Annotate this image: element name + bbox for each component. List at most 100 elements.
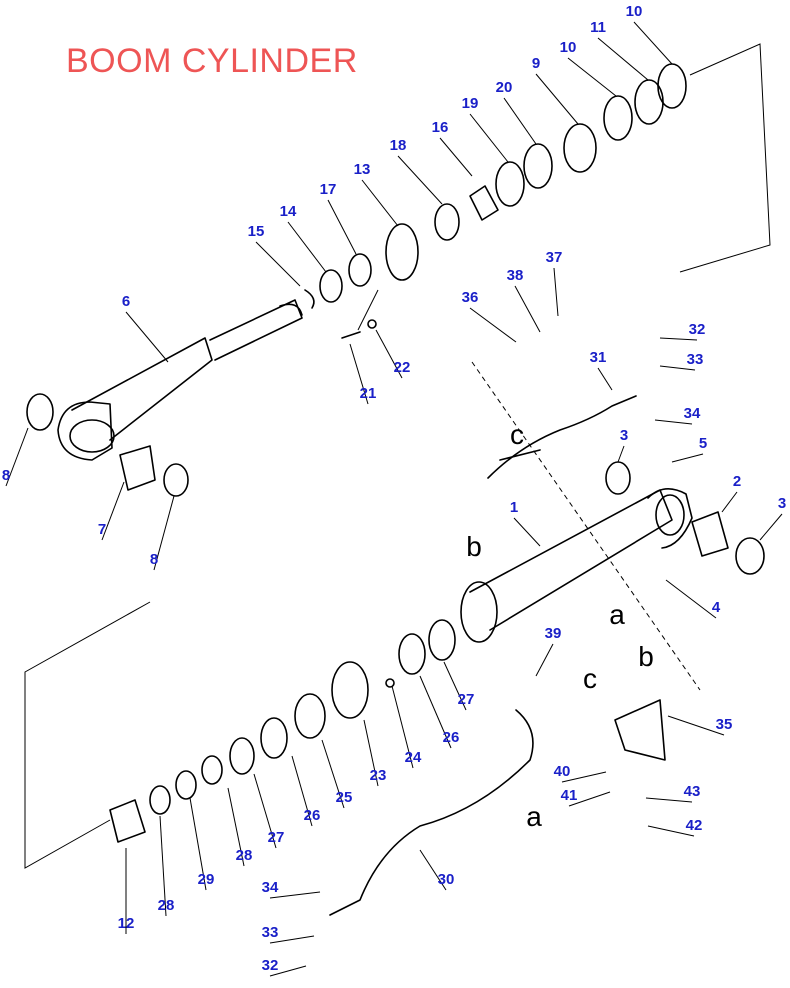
flow-letter: b xyxy=(466,531,482,562)
callout-leader-line xyxy=(269,935,315,944)
callout-label: 8 xyxy=(150,551,158,568)
callout-leader-line xyxy=(597,367,613,391)
callout-label: 16 xyxy=(432,119,449,136)
callout-leader-line xyxy=(469,113,509,163)
callout-label: 39 xyxy=(545,625,562,642)
callout-label: 6 xyxy=(122,293,130,310)
callout-label: 13 xyxy=(354,161,371,178)
callout-label: 14 xyxy=(280,203,297,220)
top-seal-stack xyxy=(304,63,687,339)
callout-leader-line xyxy=(633,21,673,65)
callout-leader-line xyxy=(503,97,537,145)
callout-label: 9 xyxy=(532,55,540,72)
callout-leader-line xyxy=(667,715,725,736)
callout-label: 33 xyxy=(687,351,704,368)
callout-leader-line xyxy=(101,481,125,541)
callout-label: 32 xyxy=(262,957,279,974)
callout-leader-line xyxy=(363,719,379,787)
callout-leader-line xyxy=(287,221,327,273)
callout-label: 40 xyxy=(554,763,571,780)
callout-leader-line xyxy=(125,311,169,363)
callout-leader-line xyxy=(535,643,554,677)
callout-label: 38 xyxy=(507,267,524,284)
callout-leader-line xyxy=(321,739,345,809)
callout-leader-line xyxy=(327,199,357,255)
callout-leader-line xyxy=(439,137,473,177)
flow-letter: c xyxy=(583,663,597,694)
flow-letter: a xyxy=(526,801,542,832)
cylinder-tube xyxy=(460,449,693,643)
callout-leader-line xyxy=(553,267,559,317)
callout-label: 28 xyxy=(236,847,253,864)
callout-label: 12 xyxy=(118,915,135,932)
callout-leader-line xyxy=(253,773,277,849)
callout-leader-line xyxy=(397,155,443,205)
callout-label: 31 xyxy=(590,349,607,366)
callout-label: 35 xyxy=(716,716,733,733)
diagram-title: BOOM CYLINDER xyxy=(66,42,358,80)
callout-leader-line xyxy=(659,337,698,341)
callout-leader-line xyxy=(349,343,369,405)
callout-label: 5 xyxy=(699,435,707,452)
callout-label: 30 xyxy=(438,871,455,888)
callout-leader-line xyxy=(597,37,649,81)
callout-label: 29 xyxy=(198,871,215,888)
callout-label: 34 xyxy=(684,405,701,422)
callout-label: 19 xyxy=(462,95,479,112)
callout-leader-line xyxy=(419,675,452,749)
callout-label: 15 xyxy=(248,223,265,240)
callout-label: 18 xyxy=(390,137,407,154)
callout-leader-line xyxy=(255,241,301,287)
flow-letter: b xyxy=(638,641,654,672)
callout-label: 7 xyxy=(98,521,106,538)
callout-leader-line xyxy=(469,307,517,343)
callout-leader-line xyxy=(153,495,175,571)
callout-label: 10 xyxy=(626,3,643,20)
callout-leader-line xyxy=(391,685,414,769)
callout-leader-line xyxy=(654,419,693,425)
callout-leader-line xyxy=(189,797,207,891)
callout-label: 4 xyxy=(712,599,721,616)
guide-lines xyxy=(24,43,771,869)
callout-label: 32 xyxy=(689,321,706,338)
callout-label: 8 xyxy=(2,467,10,484)
callout-label: 26 xyxy=(443,729,460,746)
callout-leader-line xyxy=(645,797,693,803)
callout-leader-line xyxy=(227,787,245,867)
callout-leader-line xyxy=(759,513,783,541)
callout-label: 36 xyxy=(462,289,479,306)
callout-label: 42 xyxy=(686,817,703,834)
callout-leader-line xyxy=(375,329,403,379)
callout-leader-line xyxy=(659,365,696,371)
callout-label: 2 xyxy=(733,473,741,490)
callout-leader-line xyxy=(561,771,607,783)
callout-leader-line xyxy=(514,285,541,333)
callout-label: 3 xyxy=(778,495,786,512)
callout-label: 28 xyxy=(158,897,175,914)
callout-label: 21 xyxy=(360,385,377,402)
callout-label: 37 xyxy=(546,249,563,266)
callout-leader-line xyxy=(721,491,738,513)
callout-label: 34 xyxy=(262,879,279,896)
callout-leader-line xyxy=(419,849,447,891)
callout-leader-line xyxy=(665,579,717,619)
callout-leader-line xyxy=(269,891,321,899)
callout-label: 26 xyxy=(304,807,321,824)
hydraulic-pipes xyxy=(329,395,666,916)
callout-label: 20 xyxy=(496,79,513,96)
bottom-seal-stack xyxy=(149,619,456,815)
callout-leader-line xyxy=(361,179,399,227)
callout-label: 10 xyxy=(560,39,577,56)
callout-leader-line xyxy=(291,755,313,827)
callout-leader-line xyxy=(567,57,617,97)
callout-leader-line xyxy=(269,965,307,977)
callout-label: 27 xyxy=(458,691,475,708)
callout-label: 23 xyxy=(370,767,387,784)
callout-label: 33 xyxy=(262,924,279,941)
piston-rod xyxy=(57,299,303,461)
callout-label: 41 xyxy=(561,787,578,804)
callout-leader-line xyxy=(535,73,579,125)
